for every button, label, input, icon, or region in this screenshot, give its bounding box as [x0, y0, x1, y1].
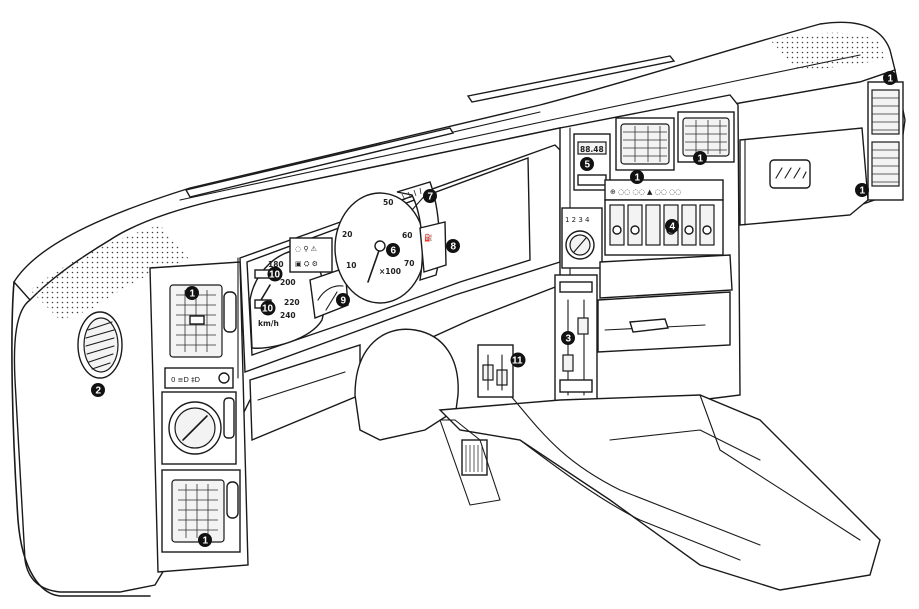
- side-round-vent: [77, 311, 123, 379]
- speedometer-tick-200: 200: [280, 278, 296, 287]
- svg-text:4: 4: [670, 222, 676, 233]
- callout-1-left-upper-vent: 1: [185, 286, 199, 300]
- brand-logo: [769, 159, 811, 189]
- callout-10-speedometer-upper: 10: [267, 266, 283, 282]
- speedometer-tick-220: 220: [284, 298, 300, 307]
- svg-text:2: 2: [96, 386, 102, 397]
- svg-text:1: 1: [190, 289, 196, 300]
- tach-unit: ×100: [379, 267, 401, 276]
- callout-6-tachometer: 6: [386, 243, 400, 257]
- svg-text:8: 8: [451, 242, 457, 253]
- light-switch-symbols: 0 ≡D ‡D: [171, 376, 200, 384]
- svg-text:1: 1: [698, 154, 704, 165]
- warning-lights-row2: ▣ ⛭ ⚙: [295, 260, 318, 268]
- callout-4-switch-bank: 4: [665, 219, 679, 233]
- svg-text:6: 6: [391, 246, 397, 257]
- steering-column-cutout: [354, 328, 459, 441]
- centre-tunnel: [438, 344, 881, 591]
- left-control-column: 0 ≡D ‡D: [149, 261, 249, 573]
- speedometer-tick-240: 240: [280, 311, 296, 320]
- tach-tick-60: 60: [402, 231, 412, 240]
- tach-tick-70: 70: [404, 259, 414, 268]
- speedometer-tick-180: 180: [268, 260, 284, 269]
- svg-text:10: 10: [262, 304, 274, 315]
- svg-text:11: 11: [512, 356, 523, 367]
- svg-text:1: 1: [860, 186, 866, 197]
- svg-text:9: 9: [341, 296, 347, 307]
- svg-text:1: 1: [203, 536, 209, 547]
- callout-5-radio: 5: [580, 157, 594, 171]
- tach-tick-20: 20: [342, 230, 352, 239]
- passenger-side: [739, 81, 904, 226]
- callout-8-fuel-gauge: 8: [446, 239, 460, 253]
- callout-7-gauge: 7: [423, 189, 437, 203]
- svg-text:1: 1: [888, 74, 894, 85]
- callout-2-side-vent: 2: [91, 383, 105, 397]
- svg-text:5: 5: [585, 160, 591, 171]
- warning-lights-row1: ◌ ⚲ ⚠: [295, 245, 318, 253]
- svg-text:7: 7: [428, 192, 434, 203]
- speedometer-unit: km/h: [258, 319, 279, 328]
- radio-display: 88.48: [580, 145, 604, 154]
- callout-1-right-vent-lower: 1: [855, 183, 869, 197]
- svg-text:1: 1: [635, 173, 641, 184]
- tach-tick-50: 50: [383, 198, 393, 207]
- callout-1-right-vent-upper: 1: [883, 71, 897, 85]
- tach-tick-10: 10: [346, 261, 356, 270]
- svg-text:10: 10: [269, 270, 281, 281]
- callout-1-left-lower-vent: 1: [198, 533, 212, 547]
- switch-bank-symbols: ⊕ ◌◌ ◌◌ ▲ ◌◌ ◌◌: [610, 188, 681, 196]
- svg-text:3: 3: [566, 334, 572, 345]
- callout-1-centre-vent-left: 1: [630, 170, 644, 184]
- fuel-pump-icon: ⛽: [424, 233, 433, 242]
- callout-11-tunnel-switches: 11: [510, 352, 526, 368]
- callout-10-speedometer-lower: 10: [260, 300, 276, 316]
- callout-1-centre-vent-right: 1: [693, 151, 707, 165]
- callout-3-slider-controls: 3: [561, 331, 575, 345]
- fan-speed-labels: 1 2 3 4: [565, 216, 590, 224]
- centre-console: 88.48 ⊕ ◌◌ ◌◌ ▲ ◌◌ ◌◌ 1 2 3 4: [554, 94, 741, 416]
- callout-9-small-gauge: 9: [336, 293, 350, 307]
